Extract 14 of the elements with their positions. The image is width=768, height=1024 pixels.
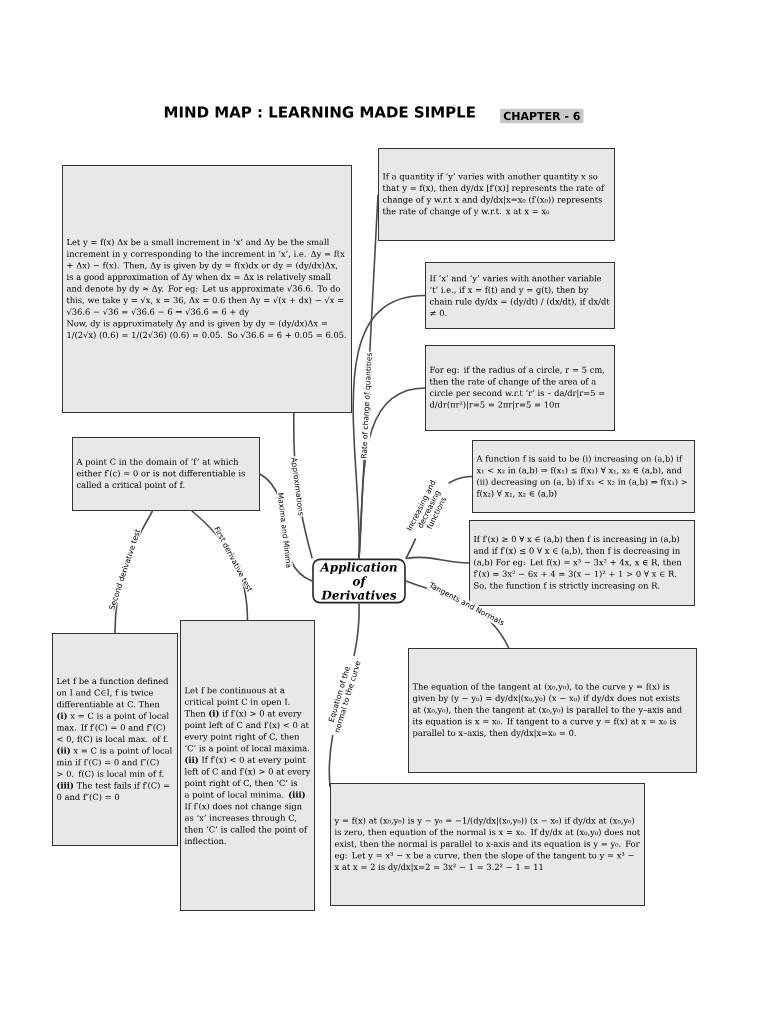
branch-line (358, 387, 426, 560)
text-box: Let f be continuous at a critical point C in open I. Then (i) if f′(x) > 0 at every point left of C and f′(x) < 0 at every point right of C, then ‘C’ is a point of local maxima. (ii) If f′(x) < 0 at every point left of C and f′(x) > 0 at every point right of C, then ‘C’ is a point of local minima. (iii) If f′(x) does not change sign as ‘x’ increases through C, then ‘C’ is called the point of inflection. (180, 620, 315, 911)
text-box: Let f be a function defined on I and C∈I, f is twice differentiable at C. Then (i) x = C is a point of local max. If f′(C) = 0 and f″(C) < 0, f(C) is local max. of f. (ii) x = C is a point of local min if f′(C) = 0 and f″(C) > 0. f(C) is local min of f. (iii) The test fails if f′(C) = 0 and f″(C) = 0 (52, 633, 178, 846)
text-box: If a quantity if ‘y’ varies with another quantity x so that y = f(x), then dy/dx [f′(x)] represents the rate of change of y w.r.t x and dy/dx|x=x₀ (f′(x₀)) represents the rate of change of y w.r.t. x at x = x₀ (378, 148, 615, 241)
topic-box: Application of Derivatives (312, 558, 406, 604)
text-box: The equation of the tangent at (x₀,y₀), to the curve y = f(x) is given by (y − y₀) = dy/dx|(x₀,y₀) (x − x₀) if dy/dx does not exists at (x₀,y₀), then the tangent at (x₀,y₀) is parallel to the y–axis and its equation is x = x₀. If tangent to a curve y = f(x) at x = x₀ is parallel to x–axis, then dy/dx|x=x₀ = 0. (408, 648, 697, 773)
branch-line (405, 556, 470, 564)
text-box: y = f(x) at (x₀,y₀) is y − y₀ = −1/(dy/dx|(x₀,y₀)) (x − x₀) if dy/dx at (x₀,y₀) is zero, then equation of the normal is x = x₀. If dy/dx at (x₀,y₀) does not exist, then the normal is parallel to x-axis and its equation is y = y₀. For eg: Let y = x³ − x be a curve, then the slope of the tangent to y = x³ − x at x = 2 is dy/dx|x=2 = 3x² − 1 = 3.2² − 1 = 11 (330, 783, 645, 906)
title: MIND MAP : LEARNING MADE SIMPLE (164, 106, 475, 118)
text-box: A function f is said to be (i) increasing on (a,b) if x₁ < x₂ in (a,b) ⇒ f(x₁) ≤ f(x₂) ∀ x₁, x₂ ∈ (a,b), and (ii) decreasing on (a, b) if x₁ < x₂ in (a,b) ⇒ f(x₁) > f(x₂) ∀ x₁, x₂ ∈ (a,b) (472, 440, 695, 513)
text-box: If ‘x’ and ‘y’ varies with another variable ‘t’ i.e., if x = f(t) and y = g(t), then by chain rule dy/dx = (dy/dt) / (dx/dt), if dx/dt ≠ 0. (425, 262, 615, 329)
text-box: A point C in the domain of ‘f’ at which either f′(c) = 0 or is not differentiable is called a critical point of f. (72, 437, 260, 511)
text-box: Let y = f(x) Δx be a small increment in ‘x’ and Δy be the small increment in y corresponding to the increment in ‘x’, i.e. Δy = f(x + Δx) − f(x). Then, Δy is given by dy = f(x)dx or dy = (dy/dx)Δx, is a good approximation of Δy when dx = Δx is relatively small and denote by dy ≈ Δy. For eg: Let us approximate √36.6. To do this, we take y = √x, x = 36, Δx = 0.6 then Δy = √(x + dx) − √x = √36.6 − √36 = √36.6 − 6 ⇒ √36.6 = 6 + dy Now, dy is approximately Δy and is given by dy = (dy/dx)Δx = 1/(2√x) (0.6) = 1/(2√36) (0.6) = 0.05. So √36.6 = 6 + 0.05 = 6.05. (62, 165, 352, 413)
text-box: For eg: if the radius of a circle, r = 5 cm, then the rate of change of the area of a circle per second w.r.t ‘r’ is – da/dr|r=5 = d/dr(πr²)|r=5 = 2πr|r=5 = 10π (425, 345, 615, 431)
